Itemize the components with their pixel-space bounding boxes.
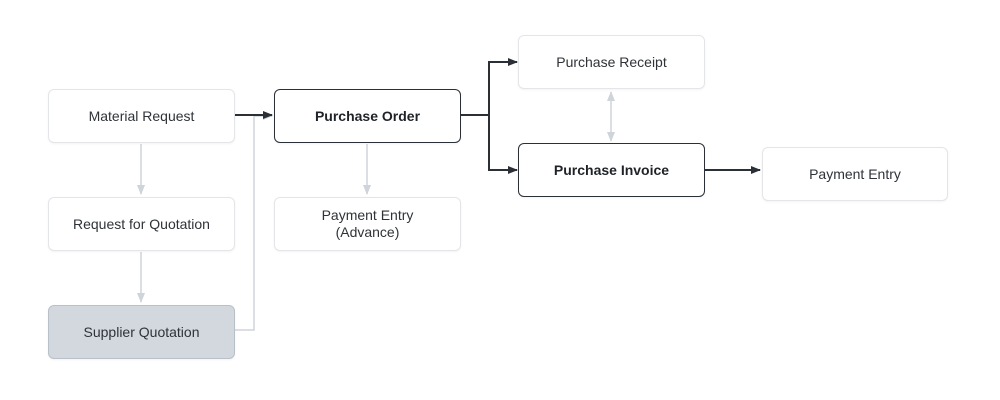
- edge-sq-to-po: [235, 112, 273, 331]
- purchase-invoice-node[interactable]: Purchase Invoice: [518, 143, 705, 197]
- request-for-quotation-node[interactable]: Request for Quotation: [48, 197, 235, 251]
- edge-po-to-invoice: [488, 115, 518, 174]
- payment-entry-advance-node[interactable]: Payment Entry (Advance): [274, 197, 461, 251]
- payment-entry-node[interactable]: Payment Entry: [762, 147, 948, 201]
- supplier-quotation-node[interactable]: Supplier Quotation: [48, 305, 235, 359]
- purchase-receipt-node[interactable]: Purchase Receipt: [518, 35, 705, 89]
- edge-po-to-receipt: [461, 58, 518, 116]
- material-request-node[interactable]: Material Request: [48, 89, 235, 143]
- purchase-order-node[interactable]: Purchase Order: [274, 89, 461, 143]
